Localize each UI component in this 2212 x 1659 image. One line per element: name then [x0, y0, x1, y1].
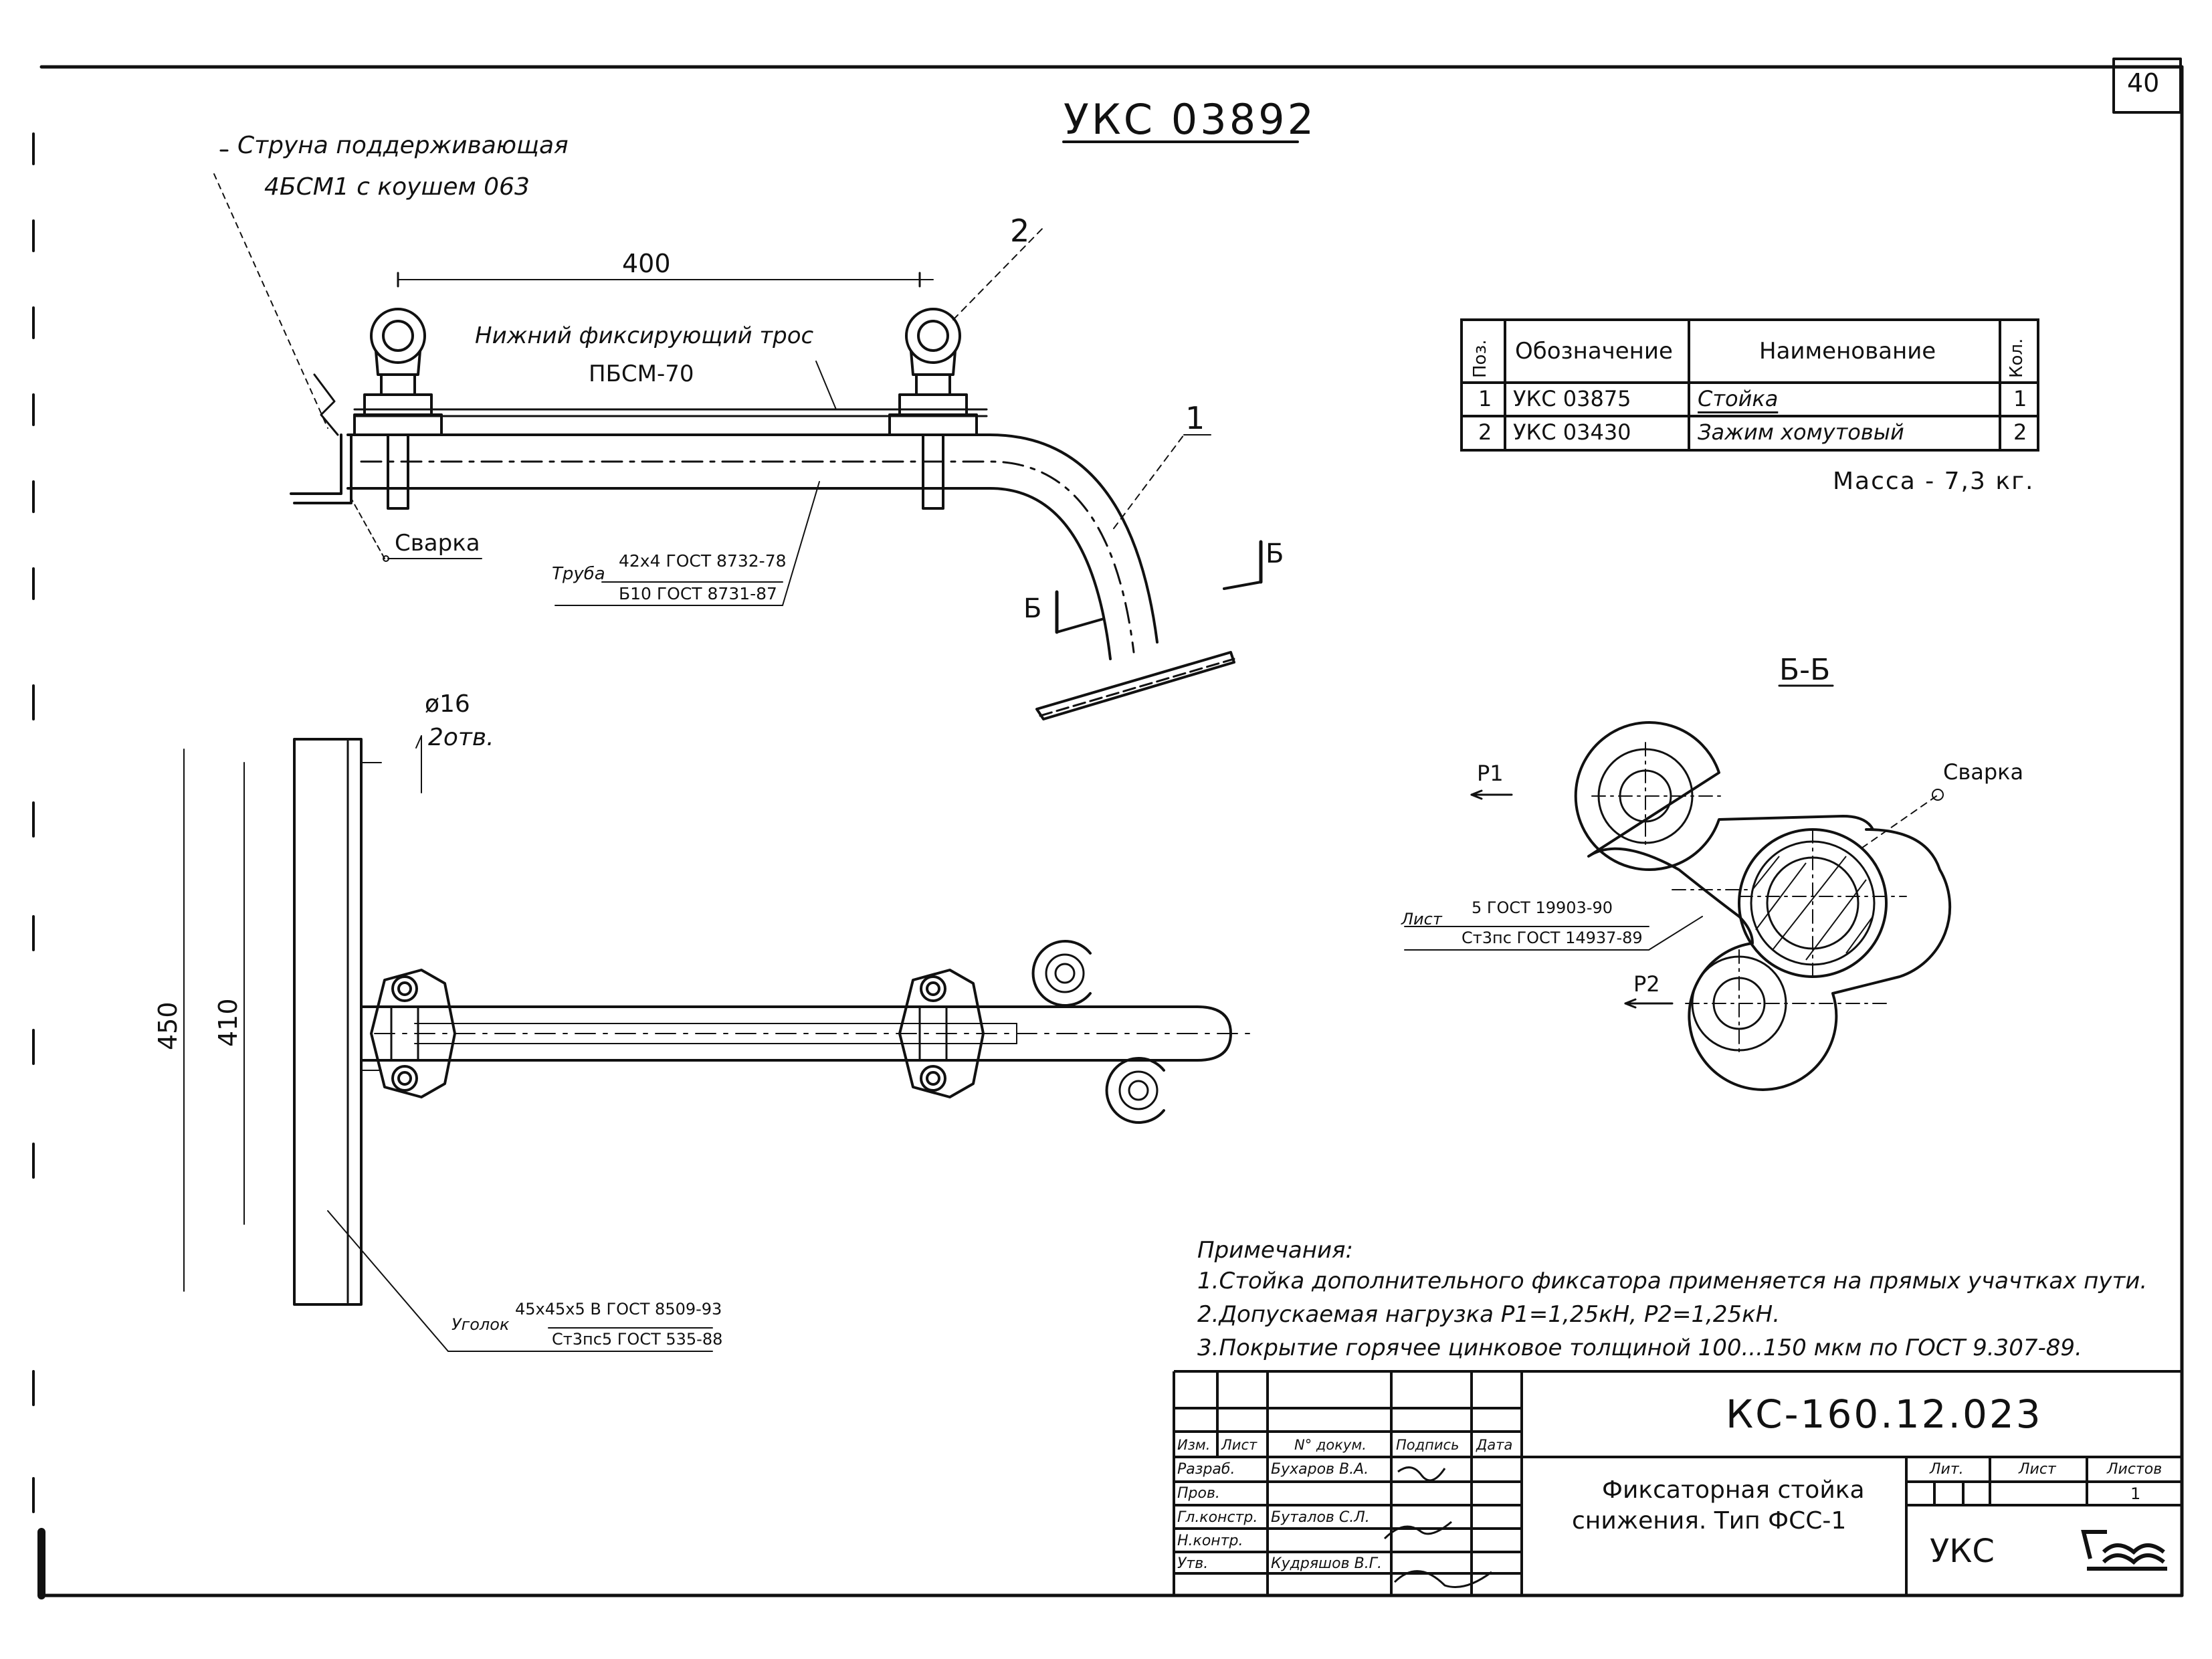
position-2-label: 2 [1010, 213, 1030, 249]
pipe-spec-top: 42х4 ГОСТ 8732-78 [619, 551, 787, 571]
dimension-450: 450 [153, 1001, 183, 1050]
note-3: 3.Покрытие горячее цинковое толщиной 100… [1197, 1335, 2082, 1361]
load-p1: P1 [1477, 761, 1504, 786]
drawing-title-code: УКС 03892 [1064, 95, 1317, 144]
spec-row1-pos: 1 [1478, 386, 1492, 411]
product-name-line2: снижения. Тип ФСС-1 [1572, 1507, 1847, 1535]
tb-role-3: Гл.констр. [1177, 1509, 1258, 1526]
tb-header-doc: N° докум. [1294, 1437, 1367, 1453]
pipe-spec-bottom: Б10 ГОСТ 8731-87 [619, 584, 777, 603]
sheet-material-label: Лист [1401, 910, 1442, 929]
spec-header-designation: Обозначение [1515, 338, 1673, 365]
spec-header-pos: Поз. [1470, 339, 1490, 378]
string-callout-line2: 4БСМ1 с коушем 063 [264, 173, 530, 201]
tb-sheets-value: 1 [2130, 1484, 2141, 1503]
tb-sheets-label: Листов [2107, 1461, 2163, 1478]
spec-row2-designation: УКС 03430 [1513, 419, 1631, 445]
tb-role-2: Пров. [1177, 1485, 1220, 1502]
ks-logo-icon [2081, 1530, 2167, 1571]
tb-sheet-label: Лист [2019, 1461, 2056, 1478]
spec-row2-qty: 2 [2013, 419, 2027, 445]
section-mark-left: Б [1023, 593, 1042, 624]
section-title: Б-Б [1779, 653, 1831, 687]
weld-label-section: Сварка [1943, 759, 2024, 785]
spec-row1-designation: УКС 03875 [1513, 386, 1631, 411]
tb-header-sign: Подпись [1396, 1437, 1460, 1453]
tb-lit-label: Лит. [1930, 1461, 1964, 1478]
spec-row1-qty: 1 [2013, 386, 2027, 411]
angle-spec-bottom: Ст3пс5 ГОСТ 535-88 [552, 1330, 723, 1349]
angle-label: Уголок [451, 1315, 510, 1334]
dimension-400: 400 [622, 249, 671, 278]
position-1-label: 1 [1185, 400, 1205, 436]
notes-heading: Примечания: [1197, 1237, 1353, 1264]
note-2: 2.Допускаемая нагрузка P1=1,25кН, P2=1,2… [1197, 1301, 1781, 1328]
hole-count: 2отв. [428, 724, 494, 751]
hole-diameter: ø16 [425, 690, 470, 718]
sheet-number: 40 [2127, 68, 2160, 98]
product-name-line1: Фиксаторная стойка [1602, 1476, 1865, 1504]
tb-header-date: Дата [1476, 1437, 1513, 1453]
dimension-410: 410 [213, 998, 243, 1047]
tb-header-izm: Изм. [1177, 1437, 1211, 1453]
note-1: 1.Стойка дополнительного фиксатора приме… [1197, 1268, 2148, 1294]
mass-label: Масса - 7,3 кг. [1833, 468, 2035, 495]
organization-code: УКС [1930, 1533, 1995, 1570]
tb-name-1: Бухаров В.А. [1271, 1461, 1369, 1478]
angle-spec-top: 45х45х5 В ГОСТ 8509-93 [515, 1300, 722, 1319]
sheet-spec-bottom: Ст3пс ГОСТ 14937-89 [1462, 929, 1643, 947]
spec-row1-name: Стойка [1698, 386, 1779, 411]
spec-row2-name: Зажим хомутовый [1698, 419, 1904, 445]
section-mark-right: Б [1266, 539, 1284, 569]
lower-cable-line1: Нижний фиксирующий трос [475, 322, 814, 349]
tb-role-4: Н.контр. [1177, 1533, 1243, 1549]
signature-marks [1383, 1466, 1492, 1588]
document-code: КС-160.12.023 [1726, 1391, 2043, 1437]
lower-cable-line2: ПБСМ-70 [589, 361, 694, 387]
weld-label-top: Сварка [395, 530, 480, 557]
load-p2: P2 [1633, 971, 1660, 997]
tb-role-5: Утв. [1177, 1555, 1209, 1572]
pipe-label: Труба [552, 564, 605, 584]
spec-row2-pos: 2 [1478, 419, 1492, 445]
tb-name-3: Буталов С.Л. [1271, 1509, 1370, 1526]
tb-name-5: Кудряшов В.Г. [1271, 1555, 1382, 1572]
spec-header-name: Наименование [1759, 338, 1936, 365]
tb-role-1: Разраб. [1177, 1461, 1235, 1478]
string-callout-line1: Струна поддерживающая [237, 132, 569, 159]
sheet-spec-top: 5 ГОСТ 19903-90 [1472, 898, 1613, 917]
spec-header-qty: Кол. [2007, 338, 2027, 378]
tb-header-list: Лист [1221, 1437, 1258, 1453]
